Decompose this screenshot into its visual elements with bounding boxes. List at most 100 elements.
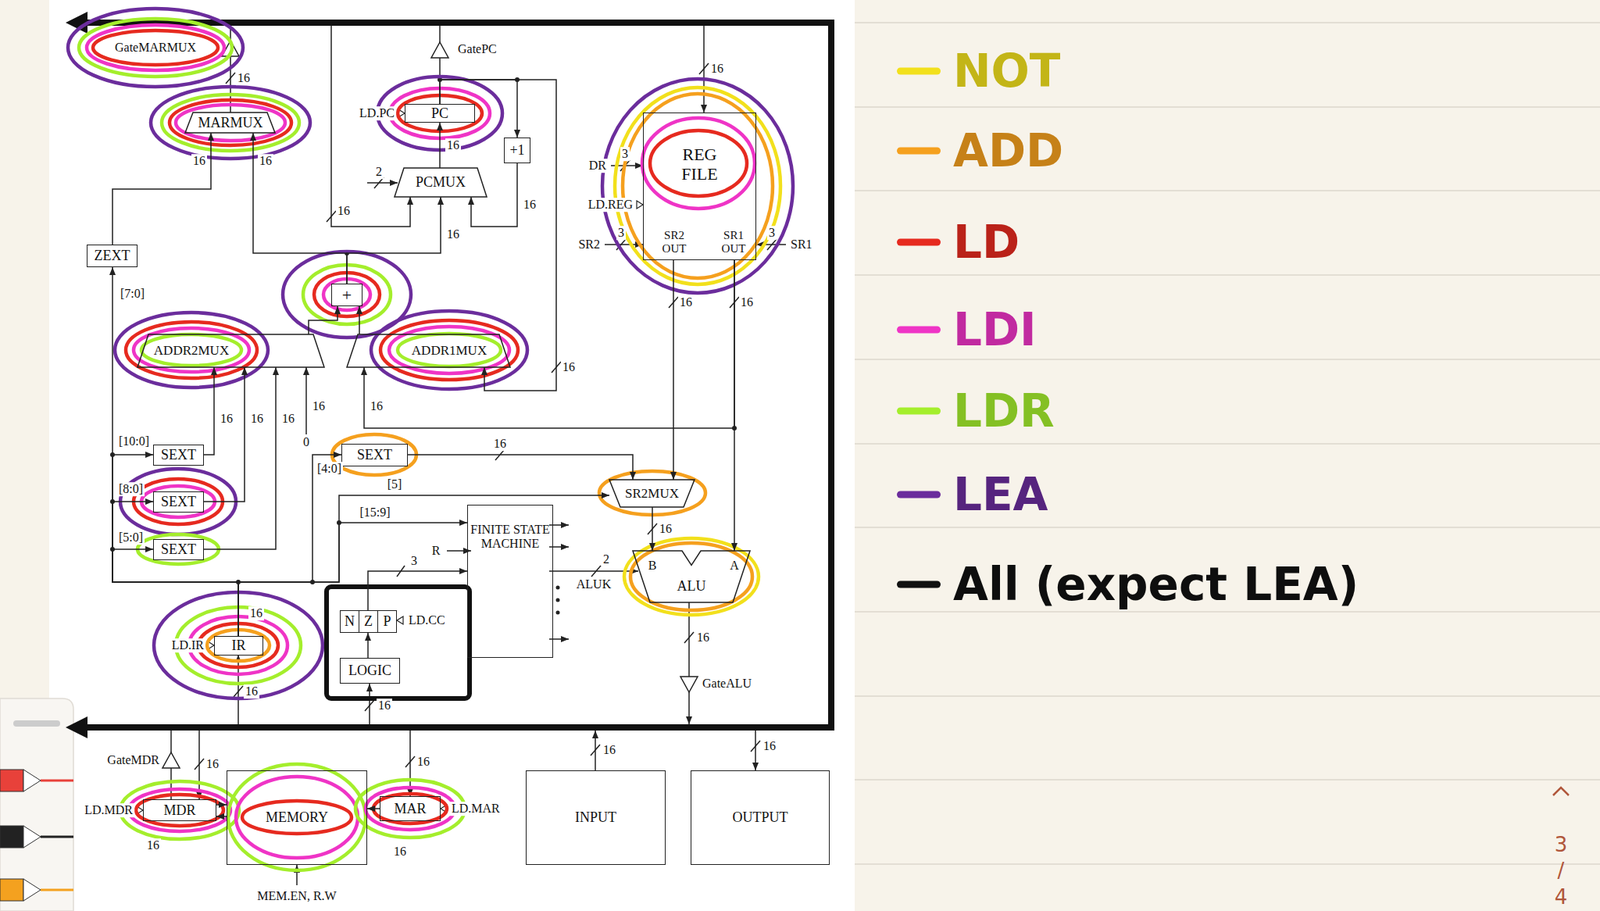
legend-swatch bbox=[896, 407, 941, 415]
node-title: REG FILE bbox=[672, 144, 728, 185]
node-text: P bbox=[382, 613, 391, 630]
page-number: 4 bbox=[1553, 885, 1570, 909]
signal-label: DR bbox=[587, 158, 608, 173]
highlight-loop bbox=[150, 86, 311, 159]
signal-label: 16 bbox=[248, 606, 265, 621]
alu-outline bbox=[632, 550, 750, 603]
signal-label: MEM.EN, R.W bbox=[255, 889, 338, 904]
wire bbox=[754, 730, 757, 771]
continuation-dot bbox=[556, 610, 561, 615]
extender-box: SEXT bbox=[153, 539, 204, 561]
signal-label: 3 bbox=[409, 553, 419, 568]
adder-box: + bbox=[331, 283, 363, 307]
signal-label: [7:0] bbox=[118, 286, 147, 301]
highlight-loop bbox=[161, 94, 300, 151]
notebook-line bbox=[854, 106, 1600, 108]
legend-swatch bbox=[896, 490, 941, 498]
memory-box: MEMORY bbox=[226, 770, 368, 865]
mux-outline bbox=[394, 167, 487, 197]
signal-label: 16 bbox=[445, 138, 461, 153]
signal-label: LD.MDR bbox=[82, 803, 135, 818]
flag-box: Z bbox=[358, 610, 379, 633]
highlight-loop bbox=[614, 87, 781, 285]
highlight-loop bbox=[397, 333, 501, 367]
signal-label: 16 bbox=[678, 295, 694, 310]
connector bbox=[367, 807, 380, 810]
extender-box: SEXT bbox=[341, 443, 408, 467]
signal-label: 16 bbox=[761, 739, 778, 754]
bit-slash bbox=[750, 740, 761, 752]
extender-box: SEXT bbox=[153, 491, 204, 513]
notebook-line bbox=[854, 21, 1600, 24]
bit-slash bbox=[684, 632, 694, 643]
toolbar-panel bbox=[0, 698, 74, 911]
connector bbox=[216, 815, 227, 818]
signal-label: 16 bbox=[204, 757, 221, 772]
node-text: N bbox=[344, 613, 355, 630]
device-box: INPUT bbox=[525, 770, 666, 865]
connector bbox=[112, 132, 211, 245]
highlight-loop bbox=[86, 25, 225, 71]
highlight-loop bbox=[135, 794, 224, 826]
signal-label: 16 bbox=[492, 436, 508, 451]
legend-entry: NOT bbox=[896, 47, 1061, 96]
highlight-loop bbox=[228, 764, 366, 871]
highlight-loop bbox=[175, 104, 286, 141]
control-box: FINITE STATE MACHINE bbox=[467, 504, 554, 658]
notebook-line bbox=[854, 189, 1600, 192]
node-text: + bbox=[342, 285, 352, 305]
pen-icon bbox=[0, 878, 24, 901]
notebook-line bbox=[854, 274, 1600, 276]
bit-slash bbox=[326, 210, 336, 222]
connector bbox=[253, 132, 347, 284]
legend-entry: ADD bbox=[896, 127, 1064, 175]
highlight-loop bbox=[602, 78, 793, 293]
legend-text: ADD bbox=[953, 127, 1064, 175]
load-signal-arrow bbox=[396, 616, 404, 625]
connector bbox=[407, 454, 633, 480]
node-text: SEXT bbox=[357, 446, 393, 464]
highlight-loop bbox=[120, 781, 240, 840]
highlight-loop bbox=[380, 320, 518, 380]
signal-label: 16 bbox=[376, 698, 393, 713]
extender-box: ZEXT bbox=[86, 244, 138, 268]
signal-label: 16 bbox=[392, 844, 408, 859]
pen-tip bbox=[23, 878, 41, 901]
connector bbox=[439, 79, 518, 138]
logic-box: LOGIC bbox=[339, 657, 400, 684]
signal-label: 16 bbox=[601, 742, 618, 758]
signal-label: 16 bbox=[560, 360, 577, 375]
mux-outline bbox=[137, 334, 325, 368]
highlight-loop bbox=[235, 776, 358, 858]
signal-label: GateMDR bbox=[105, 753, 161, 768]
signal-label: 16 bbox=[335, 203, 352, 218]
signal-label: A bbox=[728, 558, 741, 573]
signal-label: SR2 bbox=[576, 237, 602, 252]
diagram-sheet bbox=[49, 0, 855, 911]
connector bbox=[238, 495, 610, 636]
legend-text: LDR bbox=[953, 387, 1055, 436]
highlight-loop bbox=[650, 130, 747, 197]
pen-stroke bbox=[40, 889, 74, 892]
wire bbox=[688, 692, 690, 725]
register-box: PC bbox=[404, 103, 475, 123]
node-text: OUTPUT bbox=[732, 809, 789, 826]
wire bbox=[170, 730, 172, 753]
signal-label: 3 bbox=[620, 146, 630, 161]
connector bbox=[112, 267, 239, 636]
legend-swatch bbox=[896, 238, 941, 246]
signal-label: 0 bbox=[301, 435, 311, 450]
tristate-buffer bbox=[162, 752, 180, 768]
signal-label: 16 bbox=[191, 153, 208, 168]
signal-label: 16 bbox=[709, 61, 725, 76]
highlight-loop bbox=[355, 779, 465, 838]
signal-label: 16 bbox=[218, 411, 235, 426]
node-text: SEXT bbox=[160, 446, 197, 464]
node-text: SEXT bbox=[160, 541, 197, 558]
pen-tip bbox=[23, 769, 41, 792]
node-text: FINITE STATE MACHINE bbox=[467, 522, 553, 552]
signal-label: 16 bbox=[415, 754, 432, 769]
mux-outline bbox=[609, 479, 695, 508]
